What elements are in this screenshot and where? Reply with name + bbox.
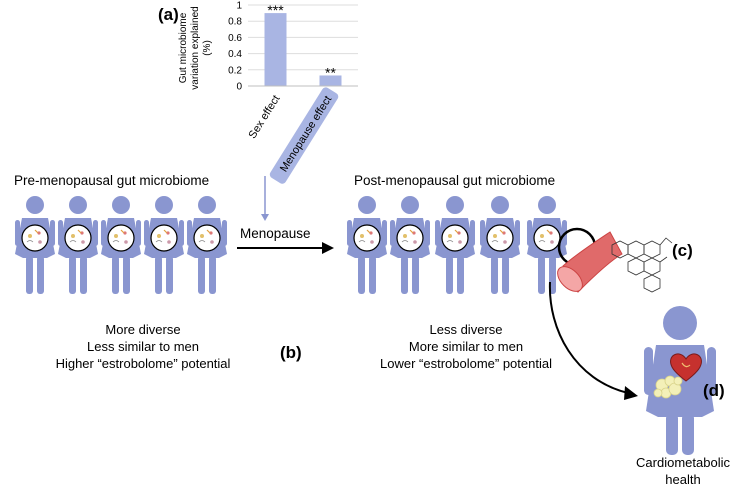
pre-caption-line-2: Less similar to men (87, 339, 199, 354)
y-axis-title-line-1: Gut microbiome (178, 12, 189, 83)
significance-labels: ***** (267, 2, 336, 80)
y-tick-label: 0.2 (228, 65, 242, 76)
cardiometabolic-figure (644, 306, 716, 455)
heart-icon (670, 353, 702, 382)
gut-microbiome-icon (353, 224, 381, 252)
person-figure-pre-1 (15, 196, 55, 294)
person-figure-post-2 (390, 196, 430, 294)
blood-vessel-icon (557, 231, 623, 293)
bar-1 (264, 13, 287, 87)
gut-microbiome-icon (441, 224, 469, 252)
pre-heading: Pre-menopausal gut microbiome (14, 173, 209, 188)
menopause-label: Menopause (240, 226, 311, 241)
panel-label-d: (d) (703, 381, 725, 400)
connector-arrowhead (261, 214, 269, 221)
gut-microbiome-icon (21, 224, 49, 252)
y-axis-title-line-3: (%) (202, 40, 213, 56)
y-tick-labels: 0 0.2 0.4 0.6 0.8 1 (228, 1, 242, 93)
post-heading: Post-menopausal gut microbiome (354, 173, 555, 188)
y-tick-label: 0.8 (228, 17, 242, 28)
category-label-sex-effect: Sex effect (247, 93, 283, 141)
fat-cells-icon (653, 375, 683, 399)
gut-microbiome-icon (533, 224, 561, 252)
y-tick-label: 0.4 (228, 49, 242, 60)
y-tick-label: 0 (236, 82, 242, 93)
pre-caption-line-3: Higher “estrobolome” potential (56, 356, 231, 371)
gut-microbiome-icon (150, 224, 178, 252)
menopause-effect-tag-bg (269, 87, 339, 184)
gut-microbiome-icon (396, 224, 424, 252)
pre-menopausal-figures (15, 196, 227, 294)
panel-label-c: (c) (672, 241, 693, 260)
outcome-label-line-1: Cardiometabolic (636, 455, 730, 470)
category-label-menopause-effect: Menopause effect (278, 94, 334, 174)
pre-caption-line-1: More diverse (105, 322, 180, 337)
post-caption-line-1: Less diverse (430, 322, 503, 337)
gut-microbiome-icon (64, 224, 92, 252)
menopause-arrowhead (322, 242, 334, 254)
y-axis-title-line-2: variation explained (190, 6, 201, 89)
bar-2 (319, 75, 342, 86)
person-figure-pre-3 (101, 196, 141, 294)
person-figure-post-5 (527, 196, 567, 294)
post-menopausal-figures (347, 196, 567, 294)
person-figure-post-4 (480, 196, 520, 294)
outcome-curved-arrow (548, 281, 629, 394)
person-figure-post-1 (347, 196, 387, 294)
significance-label-1: *** (267, 2, 284, 18)
post-caption-line-2: More similar to men (409, 339, 523, 354)
chart-bars (264, 13, 342, 87)
panel-label-a: (a) (158, 5, 179, 24)
y-tick-label: 1 (236, 1, 242, 12)
significance-label-2: ** (325, 64, 336, 80)
outcome-label-line-2: health (665, 472, 700, 487)
person-figure-pre-5 (187, 196, 227, 294)
outcome-arrowhead (624, 386, 638, 400)
gut-microbiome-icon (107, 224, 135, 252)
gut-microbiome-icon (486, 224, 514, 252)
y-axis-title: Gut microbiome variation explained (%) (178, 6, 213, 89)
person-figure-pre-2 (58, 196, 98, 294)
person-figure-pre-4 (144, 196, 184, 294)
y-tick-label: 0.6 (228, 33, 242, 44)
post-caption-line-3: Lower “estrobolome” potential (380, 356, 552, 371)
person-figure-post-3 (435, 196, 475, 294)
estrogen-molecule-icon (611, 237, 673, 293)
panel-label-b: (b) (280, 343, 302, 362)
gut-microbiome-icon (193, 224, 221, 252)
